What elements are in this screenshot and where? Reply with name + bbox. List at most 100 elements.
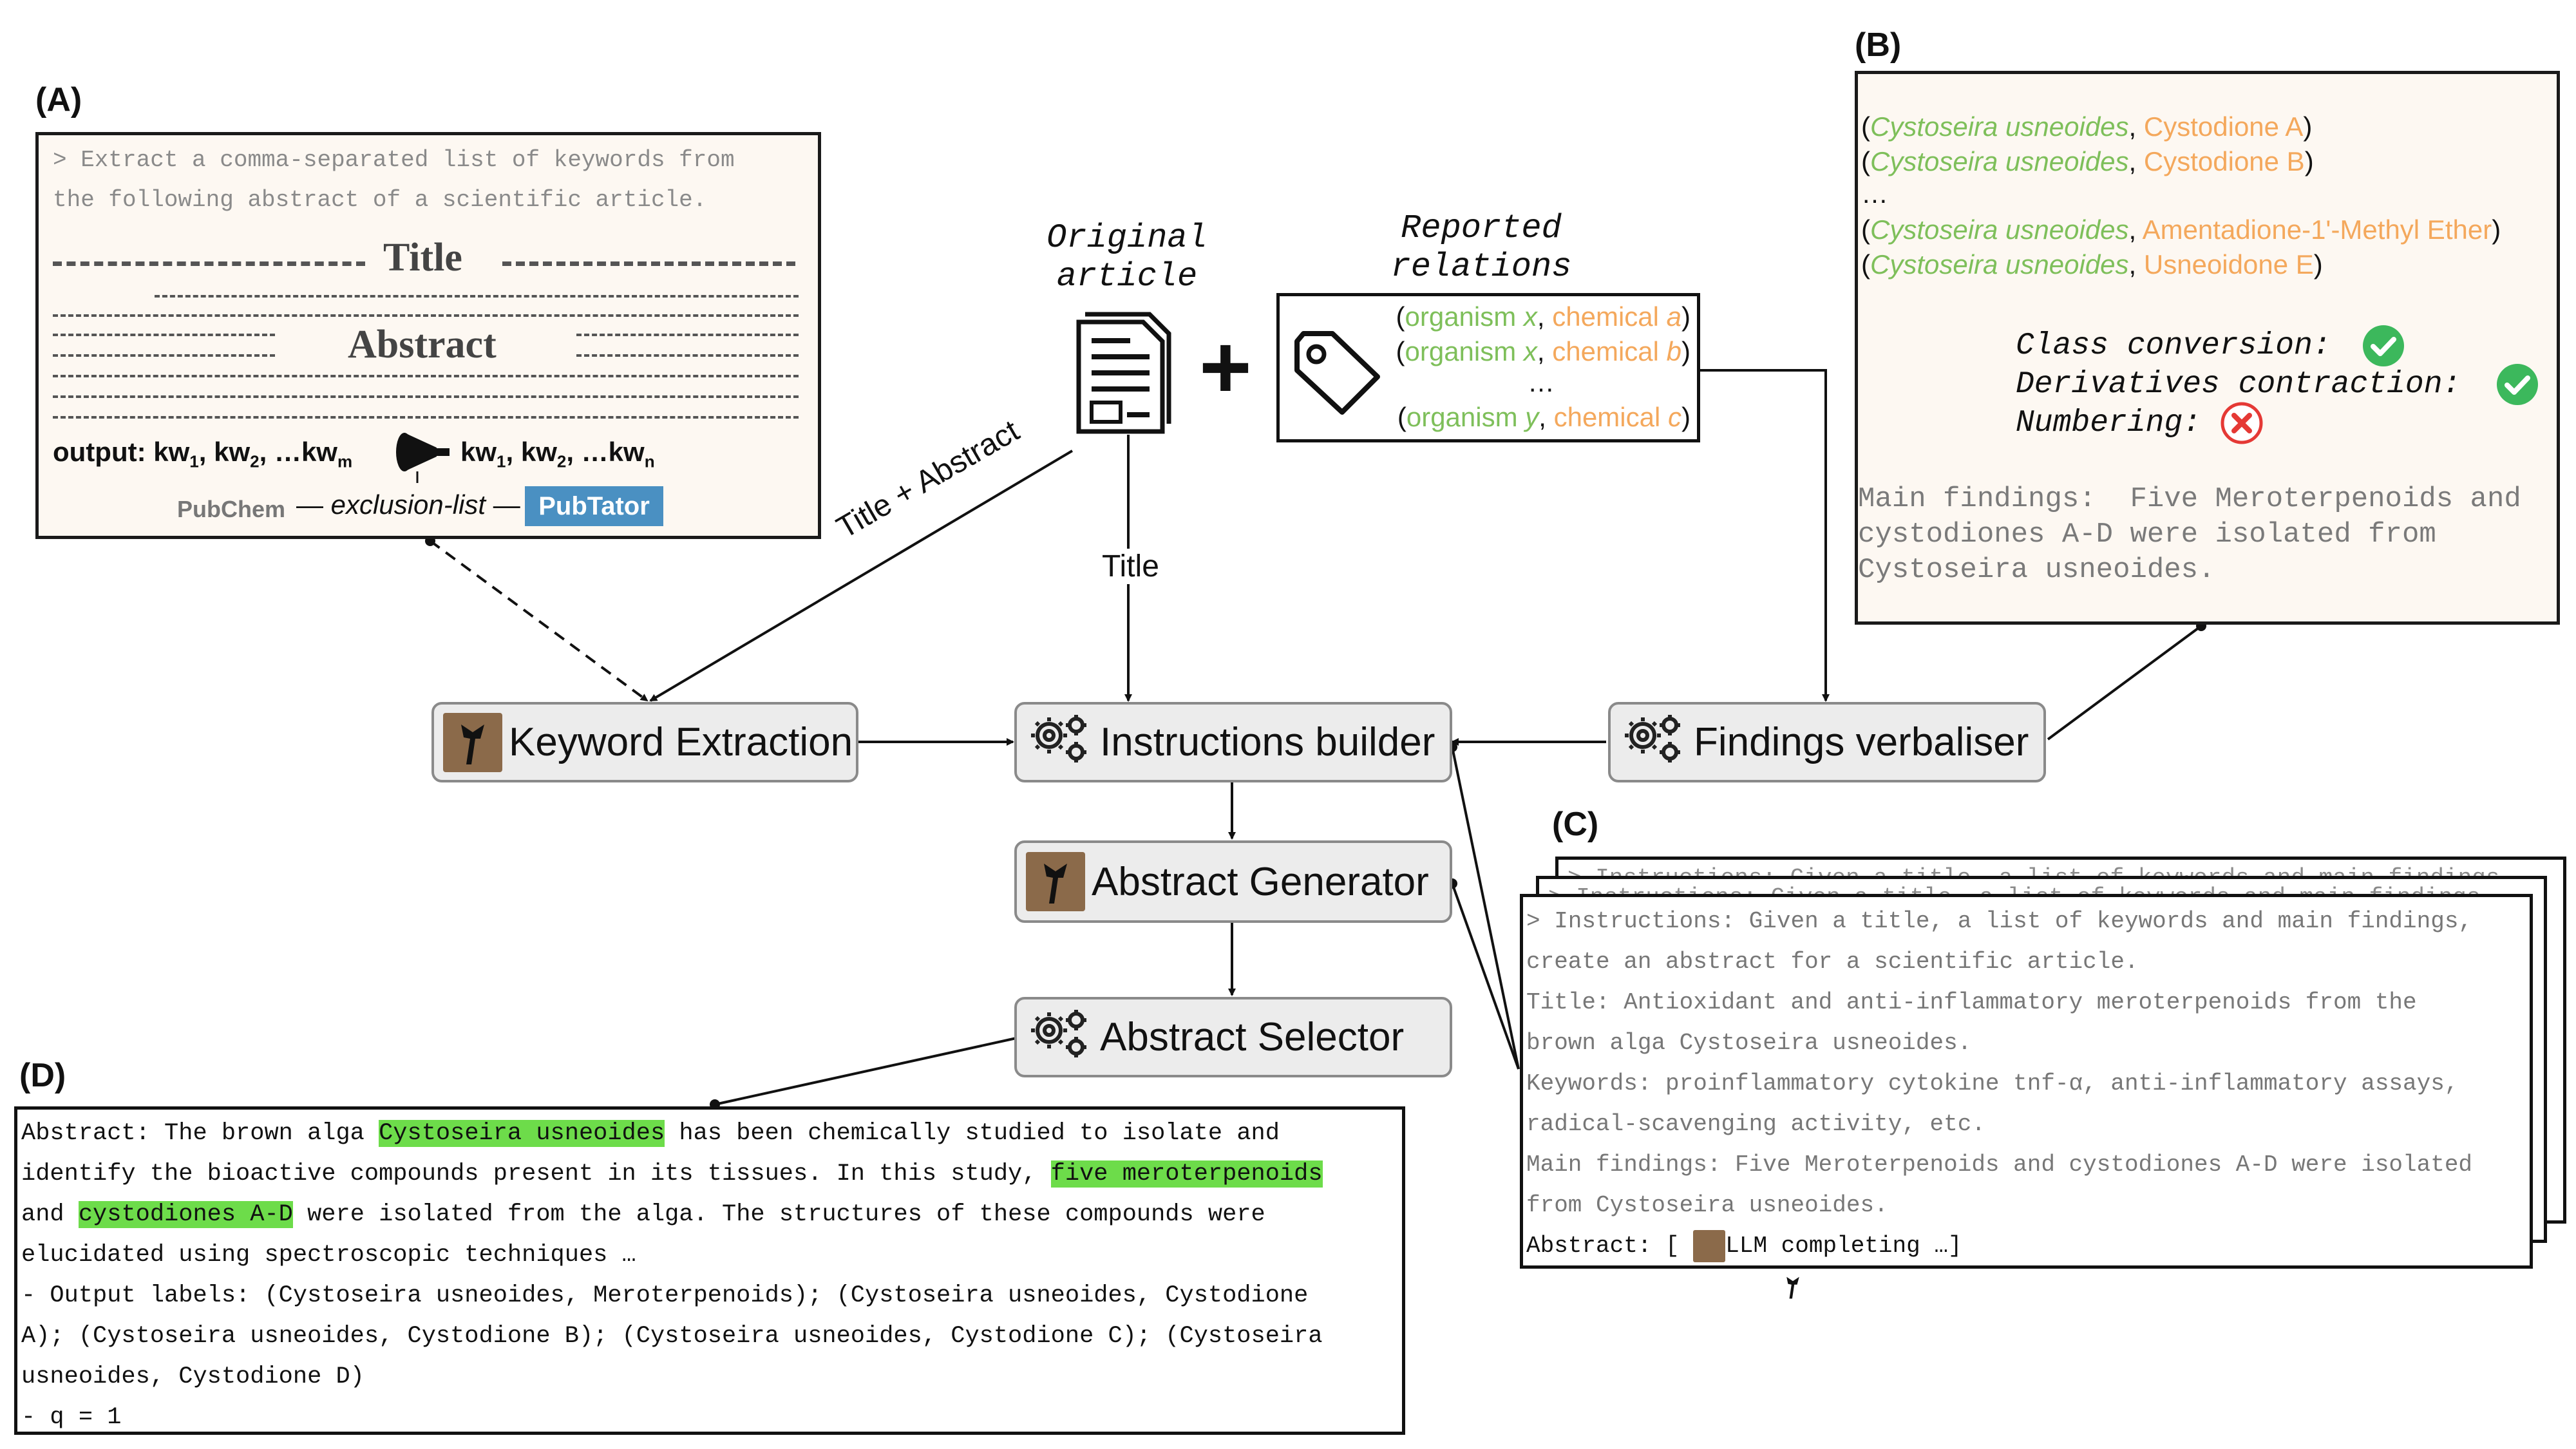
instruction-line: create an abstract for a scientific arti… <box>1526 949 2139 975</box>
edge-selector-to-panel-d <box>714 1037 1017 1106</box>
abstract-line-4: elucidated using spectroscopic technique… <box>21 1242 636 1269</box>
llm-logo-icon <box>443 712 502 772</box>
funnel-icon <box>392 426 450 488</box>
findings-line-3: Cystoseira usneoides. <box>1858 554 2215 586</box>
panel-a-prompt-line2: the following abstract of a scientific a… <box>53 187 707 213</box>
keyword-extraction-node[interactable]: Keyword Extraction <box>431 702 858 782</box>
output-label: output: <box>53 437 146 467</box>
abstract-generator-label: Abstract Generator <box>1092 859 1429 904</box>
keyword-extraction-label: Keyword Extraction <box>509 720 853 764</box>
panel-a-box: > Extract a comma-separated list of keyw… <box>35 132 821 539</box>
edge-panel-c-to-builder <box>1451 746 1520 1070</box>
panel-a-abstract: Abstract <box>348 323 497 366</box>
gear-icon <box>1026 1002 1094 1073</box>
exclusion-list-label: exclusion-list <box>330 489 486 520</box>
panel-b-label: (B) <box>1855 26 1902 64</box>
pair-row-2: (Cystoseira usneoides, Cystodione B) <box>1861 146 2314 176</box>
pubchem-logo: PubChem <box>177 496 286 522</box>
output-labels-line-1: - Output labels: (Cystoseira usneoides, … <box>21 1282 1309 1309</box>
text-line <box>53 416 799 419</box>
output-labels-line-3: usneoides, Cystodione D) <box>21 1363 365 1390</box>
pair-row-4: (Cystoseira usneoides, Usneoidone E) <box>1861 249 2323 279</box>
title-dash-left <box>53 261 365 266</box>
edge-verbaliser-to-panel-b <box>2047 625 2202 741</box>
pubtator-logo: PubTator <box>525 486 663 526</box>
panel-b-box: (Cystoseira usneoides, Cystodione A) (Cy… <box>1855 71 2560 625</box>
instructions-builder-label: Instructions builder <box>1100 720 1435 764</box>
kw-output-list: kw1, kw2, …kwn <box>460 437 655 471</box>
text-line <box>576 354 799 357</box>
edge-label-title: Title <box>1098 549 1163 584</box>
keywords-line: Keywords: proinflammatory cytokine tnf-α… <box>1526 1070 2459 1097</box>
output-labels-line-2: A); (Cystoseira usneoides, Cystodione B)… <box>21 1323 1323 1350</box>
class-conversion-label: Class conversion: <box>2016 328 2331 363</box>
relation-row-1: (organism x, chemical a) <box>1396 301 1690 332</box>
pair-ellipsis: … <box>1861 178 1888 209</box>
highlight-chemical: five meroterpenoids <box>1050 1160 1323 1188</box>
llm-logo-icon <box>1693 1229 1799 1298</box>
check-icon <box>2362 324 2405 371</box>
title-line: Title: Antioxidant and anti-inflammatory… <box>1526 989 2417 1016</box>
findings-line-2: cystodiones A-D were isolated from <box>1858 518 2436 551</box>
title-line: brown alga Cystoseira usneoides. <box>1526 1030 1972 1056</box>
findings-verbaliser-label: Findings verbaliser <box>1694 720 2029 764</box>
panel-a-label: (A) <box>35 81 82 118</box>
abstract-line-3: and cystodiones A-D were isolated from t… <box>21 1201 1265 1228</box>
findings-verbaliser-node[interactable]: Findings verbaliser <box>1608 702 2046 782</box>
output-row: output: kw1, kw2, …kwm <box>53 437 352 471</box>
text-line <box>155 295 799 298</box>
text-line <box>576 334 799 336</box>
pair-row-3: (Cystoseira usneoides, Amentadione-1'-Me… <box>1861 214 2501 245</box>
relation-ellipsis: … <box>1528 367 1555 397</box>
keywords-line: radical-scavenging activity, etc. <box>1526 1111 1985 1137</box>
check-icon <box>2496 363 2539 410</box>
abstract-line-2: identify the bioactive compounds present… <box>21 1160 1323 1188</box>
text-line <box>53 354 275 357</box>
edge-relations-to-verbaliser <box>1700 369 1830 702</box>
derivatives-contraction-label: Derivatives contraction: <box>2016 367 2461 402</box>
cross-icon <box>2220 401 2264 448</box>
edge-title-abstract <box>649 450 1074 702</box>
findings-line: Main findings: Five Meroterpenoids and c… <box>1526 1151 2473 1178</box>
abstract-generator-node[interactable]: Abstract Generator <box>1014 840 1452 923</box>
findings-line-1: Main findings: Five Meroterpenoids and <box>1858 483 2521 515</box>
text-line <box>53 395 799 398</box>
pair-row-1: (Cystoseira usneoides, Cystodione A) <box>1861 111 2313 142</box>
exclusion-row: — exclusion-list — <box>296 489 520 520</box>
instructions-builder-node[interactable]: Instructions builder <box>1014 702 1452 782</box>
abstract-selector-label: Abstract Selector <box>1100 1015 1405 1059</box>
original-article-label: Original article <box>1046 219 1208 296</box>
tag-icon <box>1287 322 1384 422</box>
instruction-line: > Instructions: Given a title, a list of… <box>1526 908 2473 934</box>
panel-c-front-page: > Instructions: Given a title, a list of… <box>1520 894 2533 1298</box>
relation-row-3: (organism y, chemical c) <box>1397 402 1690 432</box>
llm-logo-icon <box>1026 852 1085 911</box>
numbering-label: Numbering: <box>2016 406 2202 440</box>
panel-c-label: (C) <box>1552 806 1599 843</box>
abstract-line-1: Abstract: The brown alga Cystoseira usne… <box>21 1120 1280 1147</box>
text-line <box>53 375 799 377</box>
quality-line: - q = 1 <box>21 1404 122 1431</box>
panel-d-box: Abstract: The brown alga Cystoseira usne… <box>14 1106 1405 1435</box>
abstract-completion-line: Abstract: [ LLM completing …] <box>1526 1226 2530 1298</box>
edge-panel-c-to-generator <box>1451 883 1520 1070</box>
highlight-chemical: cystodiones A-D <box>78 1201 293 1228</box>
title-dash-right <box>502 261 795 266</box>
relations-box: (organism x, chemical a) (organism x, ch… <box>1276 293 1700 442</box>
gear-icon <box>1620 707 1687 778</box>
kw-input-list: kw1, kw2, …kwm <box>153 437 353 471</box>
text-line <box>53 334 275 336</box>
edge-panel-a-to-keyword <box>429 540 649 702</box>
panel-a-prompt-line1: > Extract a comma-separated list of keyw… <box>53 147 735 173</box>
panel-a-title: Title <box>383 236 462 279</box>
text-line <box>53 314 799 317</box>
relation-row-2: (organism x, chemical b) <box>1396 336 1690 366</box>
panel-d-label: (D) <box>19 1057 66 1094</box>
highlight-organism: Cystoseira usneoides <box>379 1120 665 1147</box>
reported-relations-label: Reported relations <box>1390 209 1572 286</box>
plus-icon: + <box>1199 316 1252 417</box>
document-icon <box>1072 309 1175 441</box>
abstract-selector-node[interactable]: Abstract Selector <box>1014 997 1452 1077</box>
findings-line: from Cystoseira usneoides. <box>1526 1192 1888 1218</box>
gear-icon <box>1026 707 1094 778</box>
